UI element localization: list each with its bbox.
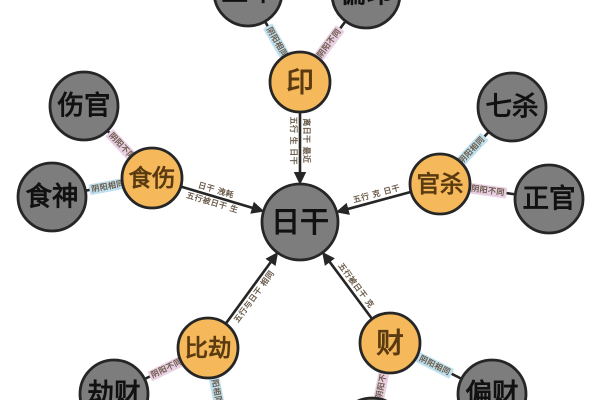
edge-arrowhead <box>322 251 335 266</box>
leaf-node-pianCai[interactable]: 偏财 <box>456 358 528 400</box>
edge-arrowhead <box>250 201 265 214</box>
edge-label-relation-primary: 五行与日干 相同 <box>231 268 276 324</box>
node-label: 正印 <box>222 0 275 8</box>
node-circle[interactable] <box>213 0 283 28</box>
node-label: 印 <box>286 66 314 99</box>
node-label: 官杀 <box>417 170 464 198</box>
edge-branch-to-center <box>326 258 374 322</box>
node-circle[interactable] <box>78 358 150 400</box>
edge-label-relation-secondary: 离日干 最近 <box>302 118 312 163</box>
node-circle[interactable] <box>456 358 528 400</box>
branch-node-shiShang[interactable]: 食伤 <box>120 146 184 210</box>
node-circle[interactable] <box>260 182 340 262</box>
node-label: 偏印 <box>340 0 393 10</box>
edge-arrowhead <box>265 251 279 267</box>
highlight-same-polarity <box>415 352 454 379</box>
node-circle[interactable] <box>331 0 401 30</box>
leaf-node-pianYin[interactable]: 偏印 <box>331 0 401 30</box>
branch-node-circle[interactable] <box>268 50 332 114</box>
branch-node-yin[interactable]: 印 <box>268 50 332 114</box>
leaf-node-qiSha[interactable]: 七杀 <box>476 71 548 143</box>
edge-label-polarity: 阴阳相同 <box>415 352 454 379</box>
node-circle[interactable] <box>48 70 120 142</box>
highlight-diff-polarity <box>468 182 508 199</box>
node-circle[interactable] <box>513 163 585 235</box>
branch-node-circle[interactable] <box>120 146 184 210</box>
node-label: 七杀 <box>486 92 539 123</box>
leaf-node-jieCai[interactable]: 劫财 <box>78 358 150 400</box>
edge-branch-to-center <box>178 184 257 210</box>
highlight-same-polarity <box>455 133 489 168</box>
leaf-node-shangGuan[interactable]: 伤官 <box>48 70 120 142</box>
edge-label-relation-primary: 五行被日干 克 <box>336 261 376 310</box>
branch-node-cai[interactable]: 财 <box>358 311 422 375</box>
node-label: 劫财 <box>88 379 141 400</box>
highlight-same-polarity <box>88 177 128 196</box>
edge-branch-to-center <box>344 190 414 211</box>
branch-node-guanSha[interactable]: 官杀 <box>408 152 472 216</box>
node-label: 食伤 <box>129 164 176 192</box>
node-circle[interactable] <box>16 161 88 233</box>
highlight-diff-polarity <box>147 355 186 382</box>
node-label: 伤官 <box>57 91 111 122</box>
leaf-node-zhengYin[interactable]: 正印 <box>213 0 283 28</box>
branch-node-circle[interactable] <box>176 316 240 380</box>
edge-label-text: 五行与日干 相同 <box>231 268 276 324</box>
node-label: 正官 <box>523 184 576 215</box>
edge-label-text: 阴阳不同 <box>315 27 342 59</box>
edge-arrowhead <box>335 202 350 215</box>
edge-label-text: 五行被日干 克 <box>336 261 376 310</box>
leaf-node-shiShen[interactable]: 食神 <box>16 161 88 233</box>
edge-label-polarity: 阴阳不同 <box>468 182 508 199</box>
nodes-layer: 正印偏印七杀正官偏财正财劫财比肩伤官食神印官杀财比劫食伤日干 <box>16 0 585 400</box>
center-node-riGan[interactable]: 日干 <box>260 182 340 262</box>
edge-label-text: 五行 生 日干 <box>289 117 299 165</box>
highlight-diff-polarity <box>313 25 345 62</box>
edge-branch-to-center <box>223 258 274 326</box>
node-label: 偏财 <box>466 379 519 400</box>
node-label: 食神 <box>26 182 79 213</box>
node-label: 日干 <box>271 205 329 239</box>
highlight-same-polarity <box>263 23 291 62</box>
edge-label-relation-primary: 五行 生 日干 <box>289 117 299 165</box>
edge-arrowhead <box>293 172 307 185</box>
branch-node-circle[interactable] <box>358 311 422 375</box>
node-label: 比劫 <box>185 334 232 362</box>
edge-label-polarity: 阴阳不同 <box>313 25 345 62</box>
highlight-diff-polarity <box>105 129 139 164</box>
leaf-node-zhengGuan[interactable]: 正官 <box>513 163 585 235</box>
node-label: 财 <box>376 327 404 360</box>
edge-label-text: 离日干 最近 <box>302 118 312 163</box>
node-circle[interactable] <box>476 71 548 143</box>
branch-node-circle[interactable] <box>408 152 472 216</box>
branch-node-biJie[interactable]: 比劫 <box>176 316 240 380</box>
